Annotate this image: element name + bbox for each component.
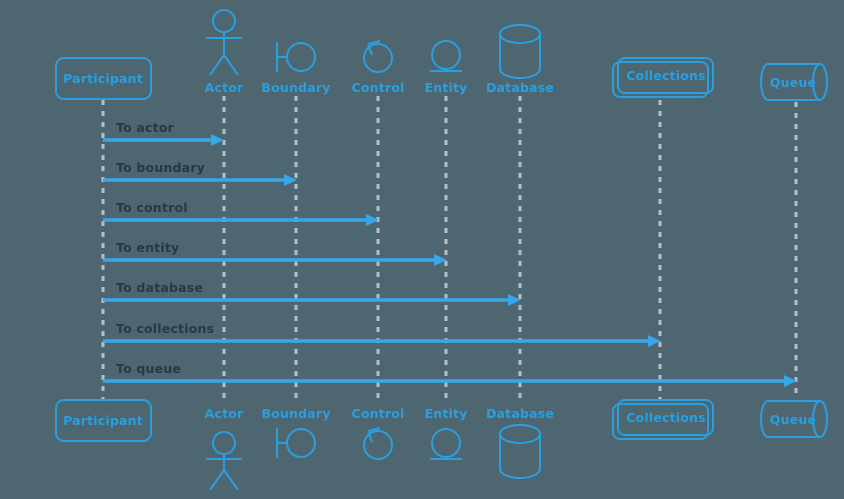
queue-cylinder-box-icon — [760, 400, 828, 438]
participant-top-node[interactable]: Participant — [55, 57, 152, 100]
database-top-label: Database — [486, 80, 554, 95]
queue-bottom-label: Queue — [770, 412, 816, 427]
queue-top-label: Queue — [770, 75, 816, 90]
entity-icon — [430, 40, 462, 72]
message-label: To queue — [116, 361, 181, 376]
boundary-top-label: Boundary — [261, 80, 330, 95]
message-label: To collections — [116, 321, 214, 336]
database-cylinder-icon — [499, 24, 541, 79]
database-top-node[interactable]: Database — [486, 24, 554, 95]
control-top-label: Control — [351, 80, 404, 95]
boundary-icon — [276, 42, 316, 72]
participant-top-label: Participant — [63, 71, 143, 86]
actor-stick-figure-icon — [206, 9, 242, 76]
message-arrowhead — [784, 375, 797, 387]
control-bottom-label: Control — [351, 406, 404, 421]
control-top-node[interactable]: Control — [351, 40, 404, 95]
message-label: To entity — [116, 240, 179, 255]
participant-bottom-node[interactable]: Participant — [55, 399, 152, 442]
control-icon — [363, 427, 393, 460]
collections-stacked-box-icon — [612, 399, 714, 440]
message-arrowhead — [211, 134, 224, 146]
control-bottom-node[interactable]: Control — [351, 406, 404, 460]
participant-top-box[interactable] — [55, 57, 152, 100]
actor-stick-figure-icon — [206, 431, 242, 491]
database-bottom-label: Database — [486, 406, 554, 421]
message-label: To control — [116, 200, 188, 215]
message-to-boundary[interactable]: To boundary — [103, 160, 297, 186]
participant-bottom-box[interactable] — [55, 399, 152, 442]
entity-top-label: Entity — [424, 80, 467, 95]
message-label: To boundary — [116, 160, 205, 175]
entity-bottom-node[interactable]: Entity — [424, 406, 467, 460]
message-to-actor[interactable]: To actor — [103, 120, 224, 146]
message-to-collections[interactable]: To collections — [103, 321, 661, 347]
entity-bottom-label: Entity — [424, 406, 467, 421]
queue-top-node[interactable]: Queue — [760, 63, 828, 101]
control-icon — [363, 40, 393, 73]
message-to-entity[interactable]: To entity — [103, 240, 447, 266]
boundary-icon — [276, 428, 316, 458]
message-arrowhead — [648, 335, 661, 347]
message-arrowhead — [508, 294, 521, 306]
queue-cylinder-box-icon — [760, 63, 828, 101]
boundary-bottom-label: Boundary — [261, 406, 330, 421]
collections-top-label: Collections — [626, 68, 706, 83]
message-to-database[interactable]: To database — [103, 280, 521, 306]
collections-stacked-box-icon — [612, 57, 714, 98]
entity-top-node[interactable]: Entity — [424, 40, 467, 95]
participant-bottom-label: Participant — [63, 413, 143, 428]
actor-bottom-label: Actor — [205, 406, 244, 421]
actor-top-label: Actor — [205, 80, 244, 95]
message-to-queue[interactable]: To queue — [103, 361, 797, 387]
queue-bottom-node[interactable]: Queue — [760, 400, 828, 438]
collections-top-node[interactable]: Collections — [612, 57, 714, 98]
boundary-bottom-node[interactable]: Boundary — [261, 406, 330, 458]
boundary-top-node[interactable]: Boundary — [261, 42, 330, 95]
message-arrowhead — [434, 254, 447, 266]
database-cylinder-icon — [499, 424, 541, 479]
entity-icon — [430, 428, 462, 460]
database-bottom-node[interactable]: Database — [486, 406, 554, 479]
collections-bottom-node[interactable]: Collections — [612, 399, 714, 440]
collections-bottom-label: Collections — [626, 410, 706, 425]
message-to-control[interactable]: To control — [103, 200, 379, 226]
message-label: To actor — [116, 120, 175, 135]
message-label: To database — [116, 280, 203, 295]
actor-bottom-node[interactable]: Actor — [205, 406, 244, 491]
message-arrowhead — [366, 214, 379, 226]
actor-top-node[interactable]: Actor — [205, 9, 244, 95]
message-arrowhead — [284, 174, 297, 186]
